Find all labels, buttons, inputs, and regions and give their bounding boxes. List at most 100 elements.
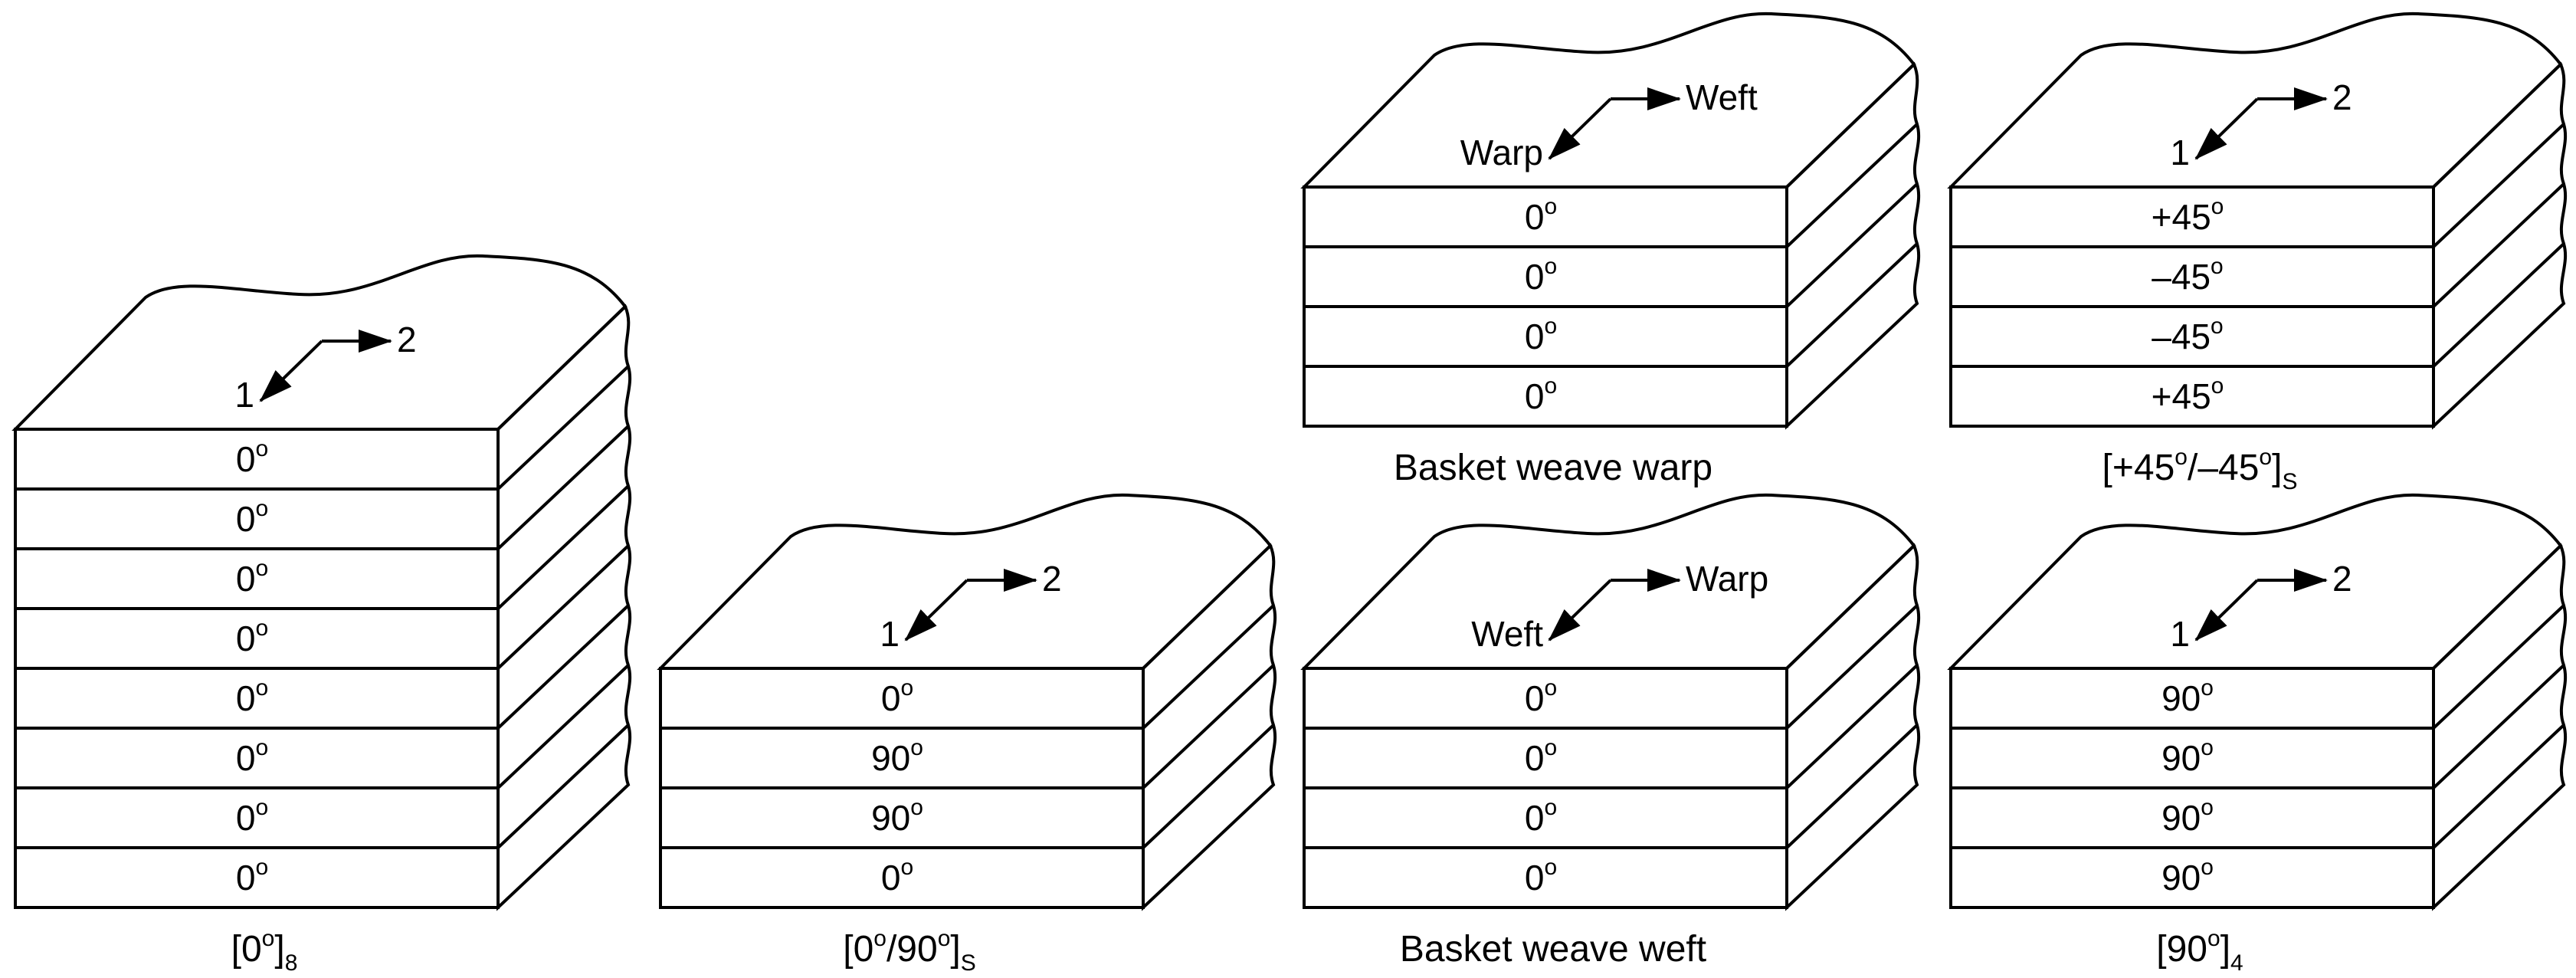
ply-edge xyxy=(1142,664,1275,789)
axis-2-label: 2 xyxy=(2332,77,2352,117)
ply-layer xyxy=(1949,365,2435,428)
degree-mark: o xyxy=(255,436,268,461)
ply-edge xyxy=(497,425,630,550)
degree-mark: o xyxy=(255,496,268,521)
ply-layer xyxy=(659,667,1145,730)
degree-mark: o xyxy=(910,795,923,820)
ply-layer xyxy=(659,727,1145,789)
axis-1-label: 1 xyxy=(880,614,900,654)
laminate-caption: Basket weave weft xyxy=(1400,929,1706,970)
laminate-caption: [0o/90o]S xyxy=(843,926,976,976)
axis-2-label: Warp xyxy=(1686,559,1768,599)
axis-1-label: Weft xyxy=(1471,614,1543,654)
ply-edge xyxy=(1785,123,1919,248)
degree-mark: o xyxy=(2211,313,2224,339)
ply-layer xyxy=(1949,305,2435,368)
ply-angle-label: 90o xyxy=(871,795,923,838)
ply-angle-label: 0o xyxy=(236,795,268,838)
ply-edge xyxy=(1785,604,1919,730)
ply-angle-label: 0o xyxy=(1525,675,1557,718)
material-axes: Weft Warp xyxy=(1471,559,1768,654)
ply-edge xyxy=(1142,724,1275,849)
material-axes: 12 xyxy=(2170,559,2352,654)
degree-mark: o xyxy=(2201,735,2214,760)
ply-layer xyxy=(14,667,500,730)
ply-edge xyxy=(1785,664,1919,789)
degree-mark: o xyxy=(255,855,268,880)
ply-layer xyxy=(1303,667,1788,730)
axis-2-label: Weft xyxy=(1686,77,1758,117)
ply-edge xyxy=(2432,242,2565,368)
ply-edge xyxy=(497,724,630,849)
axis-1-label: 1 xyxy=(2170,133,2190,172)
degree-mark: o xyxy=(255,735,268,760)
laminate-caption: [90o]4 xyxy=(2156,926,2243,976)
ply-layer xyxy=(1949,245,2435,308)
ply-layer xyxy=(1949,727,2435,789)
axis-2-label: 2 xyxy=(1042,559,1062,599)
ply-layer xyxy=(1949,185,2435,248)
ply-layer xyxy=(14,786,500,849)
ply-layer xyxy=(659,786,1145,849)
degree-mark: o xyxy=(2201,675,2214,701)
ply-edge xyxy=(497,664,630,789)
laminate-caption: [0o]8 xyxy=(231,926,298,976)
degree-mark: o xyxy=(900,855,913,880)
ply-layer xyxy=(1303,185,1788,248)
ply-edge xyxy=(497,365,630,491)
ply-angle-label: –45o xyxy=(2152,313,2223,356)
degree-mark: o xyxy=(255,556,268,581)
degree-mark: o xyxy=(1544,675,1557,701)
ply-layer xyxy=(14,607,500,670)
laminate-caption: [+45o/–45o]S xyxy=(2102,445,2298,494)
ply-edge xyxy=(497,544,630,670)
ply-angle-label: 0o xyxy=(1525,735,1557,778)
ply-layer xyxy=(1303,245,1788,308)
degree-mark: o xyxy=(1544,313,1557,339)
axis-2-label: 2 xyxy=(2332,559,2352,599)
degree-mark: o xyxy=(1544,373,1557,399)
degree-mark: o xyxy=(255,615,268,641)
degree-mark: o xyxy=(910,735,923,760)
ply-angle-label: 0o xyxy=(1525,313,1557,356)
ply-edge xyxy=(2432,664,2565,789)
degree-mark: o xyxy=(2211,254,2224,279)
ply-edge xyxy=(2432,604,2565,730)
ply-angle-label: +45o xyxy=(2152,373,2224,416)
degree-mark: o xyxy=(1544,735,1557,760)
ply-layer xyxy=(659,846,1145,909)
axis-1-label: 1 xyxy=(2170,614,2190,654)
degree-mark: o xyxy=(1544,855,1557,880)
axis-2-label: 2 xyxy=(397,320,417,359)
ply-layer xyxy=(14,487,500,550)
degree-mark: o xyxy=(255,675,268,701)
ply-layer xyxy=(1303,305,1788,368)
degree-mark: o xyxy=(900,675,913,701)
ply-edge xyxy=(2432,182,2565,308)
ply-layer xyxy=(1303,846,1788,909)
material-axes: 12 xyxy=(2170,77,2352,172)
ply-layer xyxy=(1303,365,1788,428)
degree-mark: o xyxy=(255,795,268,820)
ply-angle-label: 0o xyxy=(881,855,913,898)
material-axes: 12 xyxy=(880,559,1061,654)
ply-layer xyxy=(1303,727,1788,789)
degree-mark: o xyxy=(1544,254,1557,279)
degree-mark: o xyxy=(1544,194,1557,219)
ply-edge xyxy=(1142,604,1275,730)
ply-edge xyxy=(497,484,630,610)
ply-layer xyxy=(14,727,500,789)
ply-edge xyxy=(2432,123,2565,248)
degree-mark: o xyxy=(2211,373,2224,399)
material-axes: 12 xyxy=(234,320,416,415)
axis-1-label: 1 xyxy=(234,375,254,415)
ply-layer xyxy=(1949,846,2435,909)
